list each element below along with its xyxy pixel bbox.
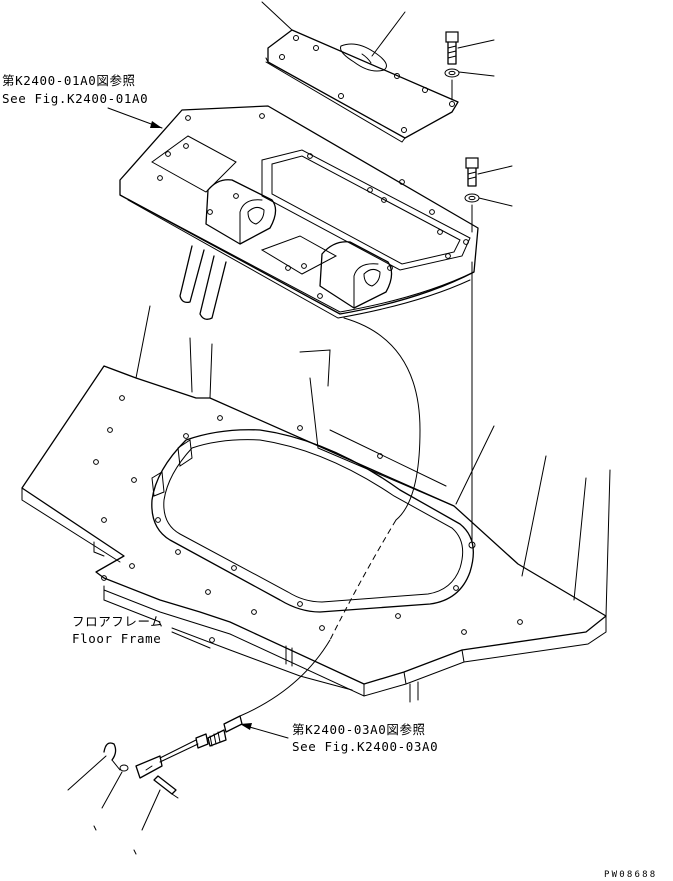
plate-reference-jp: 第K2400-01A0図参照 <box>2 73 136 88</box>
floor-frame <box>21 305 611 703</box>
drawing-code: PW08688 <box>604 870 658 880</box>
floor-frame-leader <box>171 631 211 649</box>
plate-reference-en: See Fig.K2400-01A0 <box>2 91 149 106</box>
washer-lower <box>464 193 513 207</box>
washer-upper <box>444 68 495 78</box>
alignment-lines <box>451 79 476 549</box>
cable-reference-en: See Fig.K2400-03A0 <box>292 739 439 754</box>
control-cable <box>239 317 421 717</box>
bolt-lower <box>465 157 513 187</box>
washer-small <box>119 764 129 772</box>
cover-plate <box>265 29 459 143</box>
mount-plate <box>119 105 479 319</box>
cable-reference-jp: 第K2400-03A0図参照 <box>292 722 426 737</box>
floor-frame-label-en: Floor Frame <box>72 631 162 646</box>
small-parts-leaders <box>67 755 161 855</box>
clevis-pin <box>153 775 179 799</box>
floor-frame-label-jp: フロアフレーム <box>72 614 164 629</box>
cotter-pin <box>103 742 121 771</box>
plate-bracket-legs <box>179 245 227 320</box>
bolt-upper <box>445 31 495 65</box>
leader-lines-top <box>261 1 406 57</box>
plate-ref-leader <box>107 107 163 129</box>
cable-end-assembly <box>135 715 243 779</box>
cable-ref-leader <box>240 723 289 739</box>
